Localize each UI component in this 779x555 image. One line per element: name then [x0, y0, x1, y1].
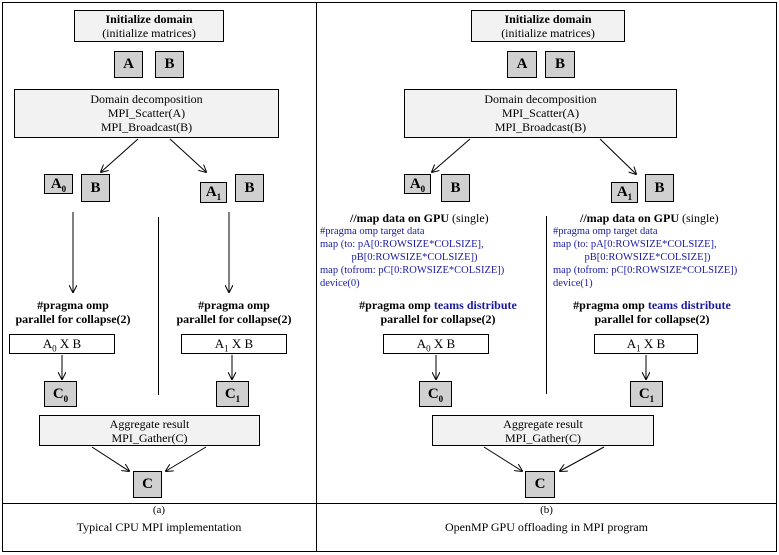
right-b1: B — [645, 174, 674, 202]
panel-divider — [316, 2, 317, 551]
left-b0: B — [81, 174, 110, 202]
right-c0: C0 — [419, 381, 452, 407]
left-decomp-title: Domain decomposition — [90, 92, 203, 106]
right-agg-gather: MPI_Gather(C) — [505, 431, 581, 445]
right-a0: A0 — [404, 174, 431, 194]
right-decomp-box: Domain decomposition MPI_Scatter(A) MPI_… — [404, 89, 677, 138]
left-b1: B — [235, 174, 264, 202]
right-mult-1: A1 X B — [594, 334, 698, 354]
left-init-title: Initialize domain — [105, 12, 193, 26]
left-a1: A1 — [200, 182, 227, 203]
right-map1-title: //map data on GPU (single) — [580, 211, 719, 225]
right-mult-0: A0 X B — [383, 334, 489, 354]
left-init-sub: (initialize matrices) — [102, 26, 196, 40]
left-mult-0: A0 X B — [9, 334, 115, 354]
left-agg-title: Aggregate result — [109, 417, 190, 431]
right-matrix-b: B — [545, 51, 575, 78]
left-init-box: Initialize domain (initialize matrices) — [74, 10, 224, 42]
arrow-right-decomp-to-node0 — [432, 138, 471, 172]
left-caption: Typical CPU MPI implementation — [76, 520, 242, 534]
left-pragma-0: #pragma omp parallel for collapse(2) — [15, 298, 131, 326]
right-init-sub: (initialize matrices) — [501, 26, 595, 40]
arrow-left-agg-to-c-a — [91, 446, 129, 471]
left-agg-box: Aggregate result MPI_Gather(C) — [39, 415, 260, 446]
left-c-final: C — [133, 471, 162, 498]
right-caption: OpenMP GPU offloading in MPI program — [445, 520, 648, 534]
right-node-divider — [546, 216, 547, 394]
right-map0-title: //map data on GPU (single) — [350, 211, 489, 225]
right-caption-letter: (b) — [540, 504, 553, 516]
arrow-right-agg-to-c-b — [560, 446, 605, 471]
right-agg-title: Aggregate result — [503, 417, 583, 431]
arrow-left-decomp-to-node1 — [169, 138, 206, 172]
arrow-right-agg-to-c-a — [483, 446, 522, 471]
right-a1: A1 — [611, 182, 638, 203]
left-decomp-scatter: MPI_Scatter(A) — [107, 106, 186, 120]
right-c1: C1 — [630, 381, 663, 407]
left-decomp-broadcast: MPI_Broadcast(B) — [100, 120, 193, 134]
left-c1: C1 — [216, 381, 249, 407]
caption-divider — [2, 503, 776, 504]
left-caption-letter: (a) — [152, 504, 166, 516]
left-a0: A0 — [44, 174, 73, 194]
right-map1-code: #pragma omp target data map (to: pA[0:RO… — [553, 226, 738, 289]
right-init-title: Initialize domain — [504, 12, 592, 26]
left-node-divider — [158, 217, 159, 395]
right-pragma-0: #pragma omp teams distribute parallel fo… — [359, 298, 517, 326]
right-matrix-a: A — [507, 51, 537, 78]
arrow-right-decomp-to-node1 — [599, 138, 636, 174]
left-agg-gather: MPI_Gather(C) — [111, 431, 188, 445]
arrow-left-decomp-to-node0 — [101, 138, 139, 172]
left-mult-1: A1 X B — [181, 334, 287, 354]
right-b0: B — [441, 174, 470, 202]
right-decomp-broadcast: MPI_Broadcast(B) — [494, 120, 587, 134]
left-c0: C0 — [44, 381, 77, 407]
left-pragma-1: #pragma omp parallel for collapse(2) — [176, 298, 292, 326]
right-agg-box: Aggregate result MPI_Gather(C) — [432, 415, 654, 446]
right-decomp-scatter: MPI_Scatter(A) — [501, 106, 580, 120]
left-matrix-a: A — [114, 51, 143, 78]
right-pragma-1: #pragma omp teams distribute parallel fo… — [573, 298, 731, 326]
right-map0-code: #pragma omp target data map (to: pA[0:RO… — [320, 226, 505, 289]
right-init-box: Initialize domain (initialize matrices) — [471, 10, 625, 42]
right-c-final: C — [525, 471, 555, 498]
right-decomp-title: Domain decomposition — [484, 92, 597, 106]
arrow-left-agg-to-c-b — [166, 446, 207, 471]
left-matrix-b: B — [155, 51, 184, 78]
left-decomp-box: Domain decomposition MPI_Scatter(A) MPI_… — [14, 89, 279, 138]
